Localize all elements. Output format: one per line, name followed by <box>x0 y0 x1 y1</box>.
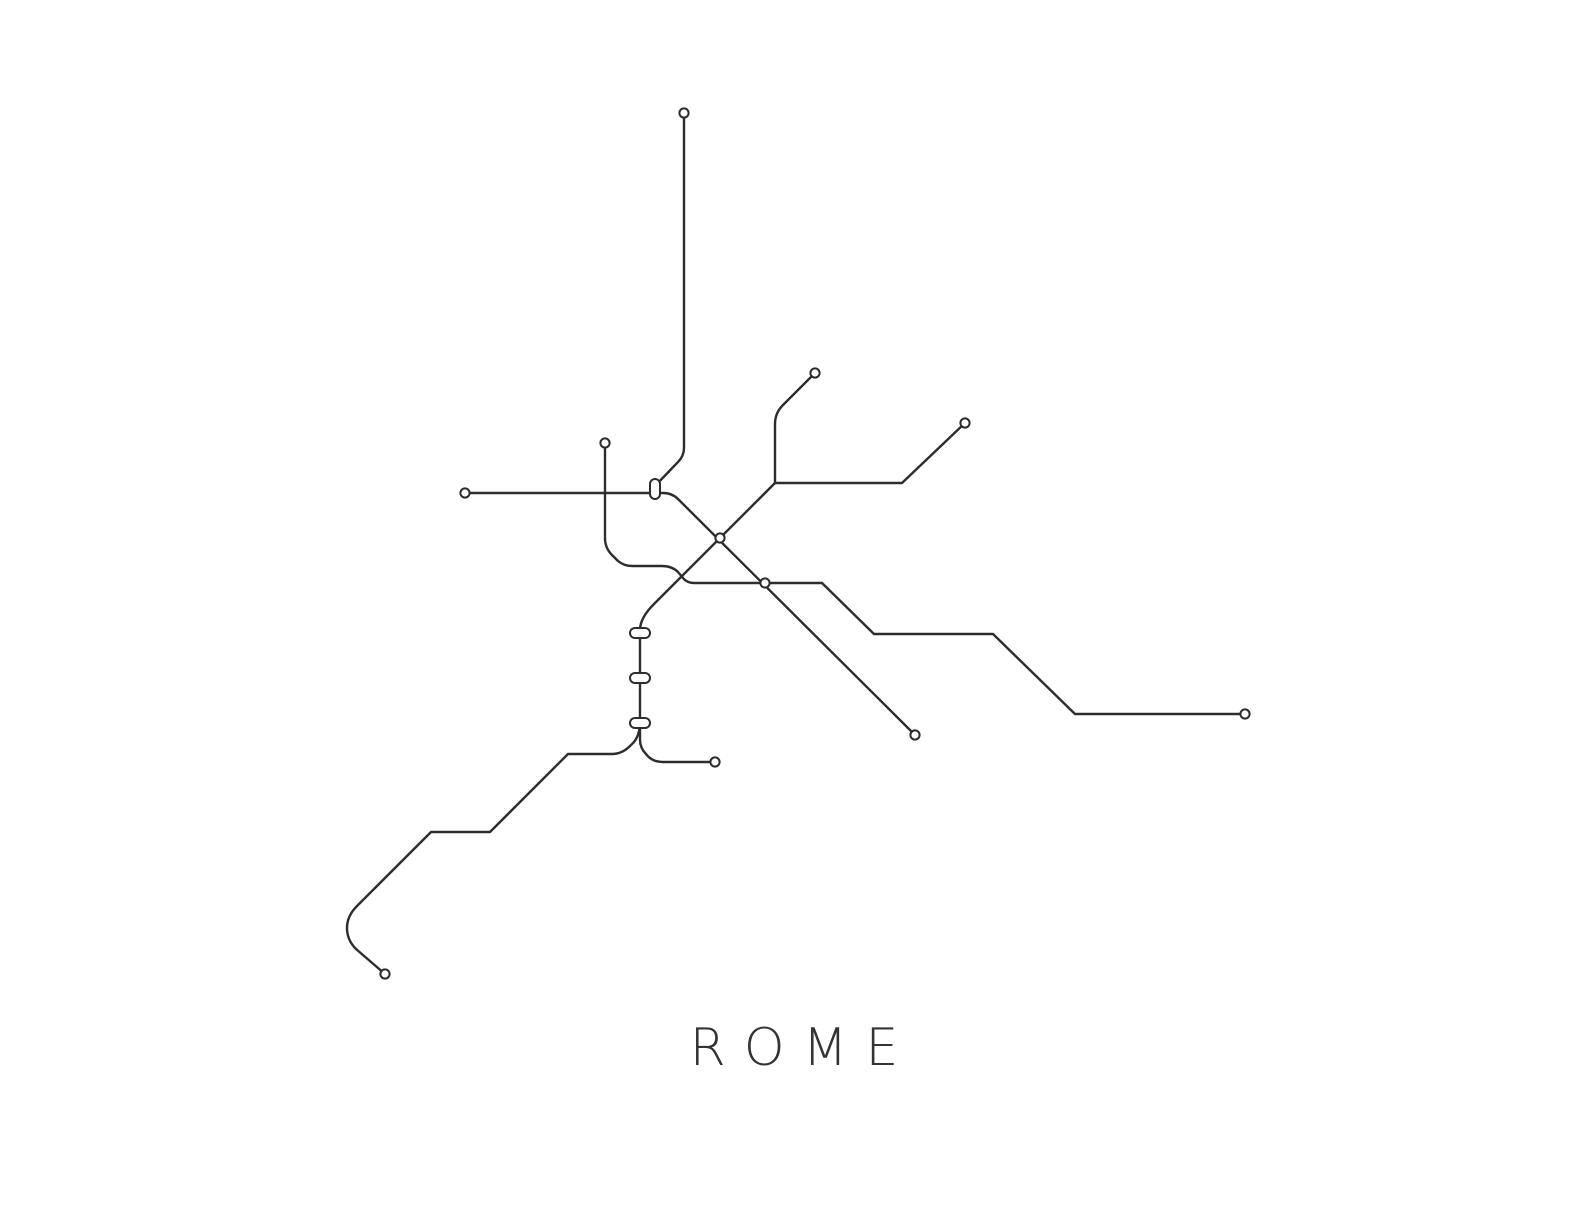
terminal-station-northwest <box>599 437 611 449</box>
city-title: ROME <box>689 1018 917 1078</box>
terminal-station-northeast-lower <box>959 417 971 429</box>
metro-line-northeast-branch <box>773 421 967 485</box>
metro-line-northwest-east <box>603 441 1247 716</box>
interchange-station-south-middle <box>629 672 651 684</box>
terminal-station-southeast <box>909 729 921 741</box>
metro-line-north-southwest <box>653 111 686 495</box>
interchange-station-centre <box>714 532 726 544</box>
metro-line-northeast-trunk <box>638 371 817 722</box>
interchange-station-northwest-centre <box>649 478 661 500</box>
terminal-station-south <box>709 756 721 768</box>
interchange-station-south-lower <box>629 717 651 729</box>
interchange-station-south-upper <box>629 627 651 639</box>
terminal-station-southwest <box>379 968 391 980</box>
metro-line-south-branch <box>638 720 717 764</box>
terminal-station-northeast-upper <box>809 367 821 379</box>
terminal-station-west <box>459 487 471 499</box>
terminal-station-east <box>1239 708 1251 720</box>
metro-line-southwest-branch <box>345 720 642 976</box>
terminal-station-north <box>678 107 690 119</box>
interchange-station-east-centre <box>759 577 771 589</box>
metro-line-west-southeast <box>463 491 917 737</box>
